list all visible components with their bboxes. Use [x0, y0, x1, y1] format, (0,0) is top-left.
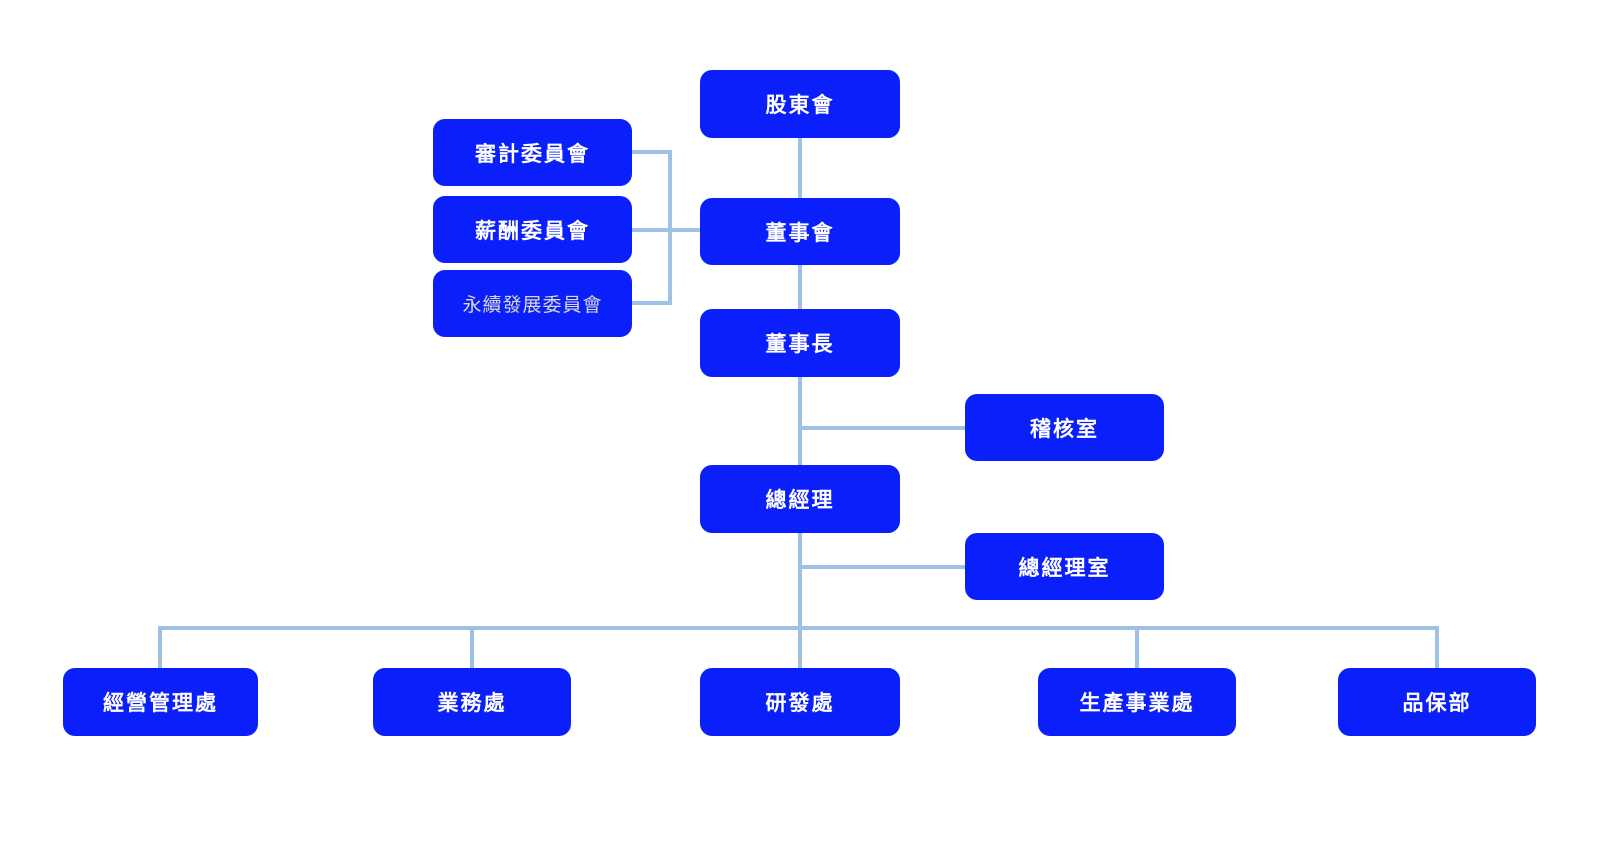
org-node-compensation-committee: 薪酬委員會: [433, 196, 632, 263]
org-node-label: 生產事業處: [1079, 692, 1195, 715]
org-node-label: 品保部: [1402, 692, 1472, 715]
org-node-label: 業務處: [437, 692, 507, 715]
org-node-label: 董事長: [765, 333, 835, 356]
org-node-label: 永續發展委員會: [462, 295, 603, 316]
connector-drop-qa: [1435, 626, 1439, 668]
connector-board-chairman: [798, 265, 802, 309]
org-node-sales: 業務處: [373, 668, 571, 736]
org-node-label: 總經理室: [1018, 556, 1111, 580]
connector-drop-sales: [470, 626, 474, 668]
org-node-label: 總經理: [765, 489, 835, 512]
org-node-label: 審計委員會: [475, 142, 590, 166]
connector-gm-office: [798, 565, 965, 569]
org-node-label: 董事會: [765, 221, 835, 245]
org-node-chairman: 董事長: [700, 309, 900, 377]
org-node-audit-committee: 審計委員會: [433, 119, 632, 186]
connector-compensation-committee-board: [632, 228, 700, 232]
org-node-label: 薪酬委員會: [475, 219, 590, 243]
connector-audit-office: [798, 426, 965, 430]
org-node-sustainability-committee: 永續發展委員會: [433, 270, 632, 337]
connector-gm-bus: [798, 533, 802, 668]
org-node-audit-office: 稽核室: [965, 394, 1164, 461]
connector-committee-spine: [668, 150, 672, 305]
org-node-board: 董事會: [700, 198, 900, 265]
org-node-qa: 品保部: [1338, 668, 1536, 736]
org-node-label: 稽核室: [1030, 417, 1099, 441]
org-node-production: 生產事業處: [1038, 668, 1236, 736]
org-node-rd: 研發處: [700, 668, 900, 736]
org-node-shareholders: 股東會: [700, 70, 900, 138]
connector-shareholders-board: [798, 138, 802, 198]
org-node-label: 股東會: [765, 94, 835, 117]
connector-bottom-bus: [158, 626, 1439, 630]
org-node-label: 經營管理處: [103, 692, 218, 715]
connector-chairman-gm: [798, 377, 802, 465]
org-node-label: 研發處: [765, 692, 835, 715]
org-node-gm-office: 總經理室: [965, 533, 1164, 600]
connector-drop-production: [1135, 626, 1139, 668]
connector-audit-committee: [632, 150, 672, 154]
org-node-general-manager: 總經理: [700, 465, 900, 533]
org-node-business-management: 經營管理處: [63, 668, 258, 736]
connector-sustainability-committee: [632, 301, 672, 305]
connector-drop-business-management: [158, 626, 162, 668]
